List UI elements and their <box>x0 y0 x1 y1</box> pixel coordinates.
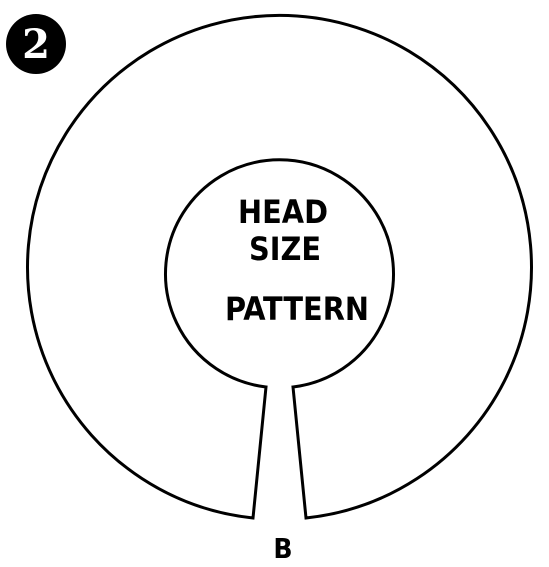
step-number: 2 <box>22 21 50 68</box>
step-number-badge: 2 <box>6 14 66 74</box>
step-badge-circle <box>6 14 66 74</box>
pattern-label-size: SIZE <box>249 230 321 268</box>
pattern-label-pattern: PATTERN <box>225 290 369 328</box>
slit-label: B <box>273 532 292 565</box>
pattern-label-head: HEAD <box>238 193 328 231</box>
outer-ring-outline <box>26 13 533 520</box>
